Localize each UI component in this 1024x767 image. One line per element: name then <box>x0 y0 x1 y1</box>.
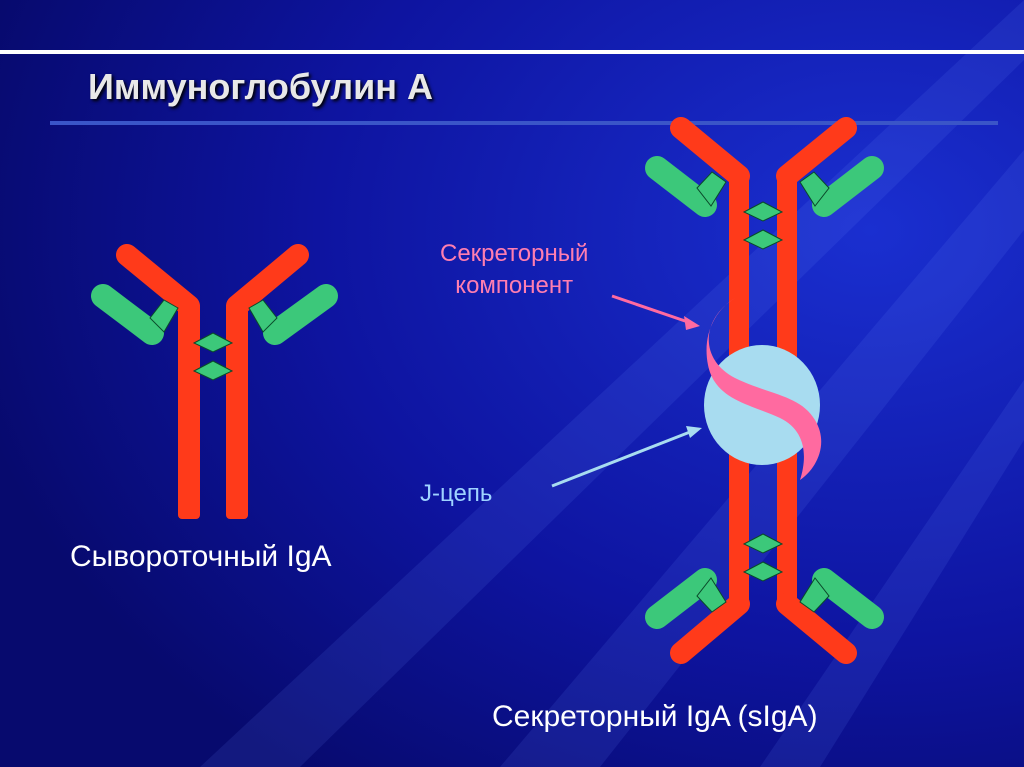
serum-iga-label: Сывороточный IgA <box>70 540 332 573</box>
title-underline <box>50 121 998 125</box>
serum-iga-molecule <box>91 244 338 519</box>
secretory-component-label-line1: Секреторный <box>440 240 589 267</box>
top-divider <box>0 50 1024 54</box>
j-chain-arrow <box>551 426 702 488</box>
secretory-iga-label: Секреторный IgA (sIgA) <box>492 700 818 733</box>
secretory-component-label: Секреторный компонент <box>440 238 588 302</box>
j-chain-label: J-цепь <box>420 480 493 507</box>
slide-title: Иммуноглобулин А <box>88 66 433 107</box>
secretory-component-label-line2: компонент <box>455 272 574 299</box>
secretory-component-shape <box>706 298 822 480</box>
secretory-component-arrow <box>611 294 700 330</box>
secretory-iga-molecule <box>645 117 884 664</box>
